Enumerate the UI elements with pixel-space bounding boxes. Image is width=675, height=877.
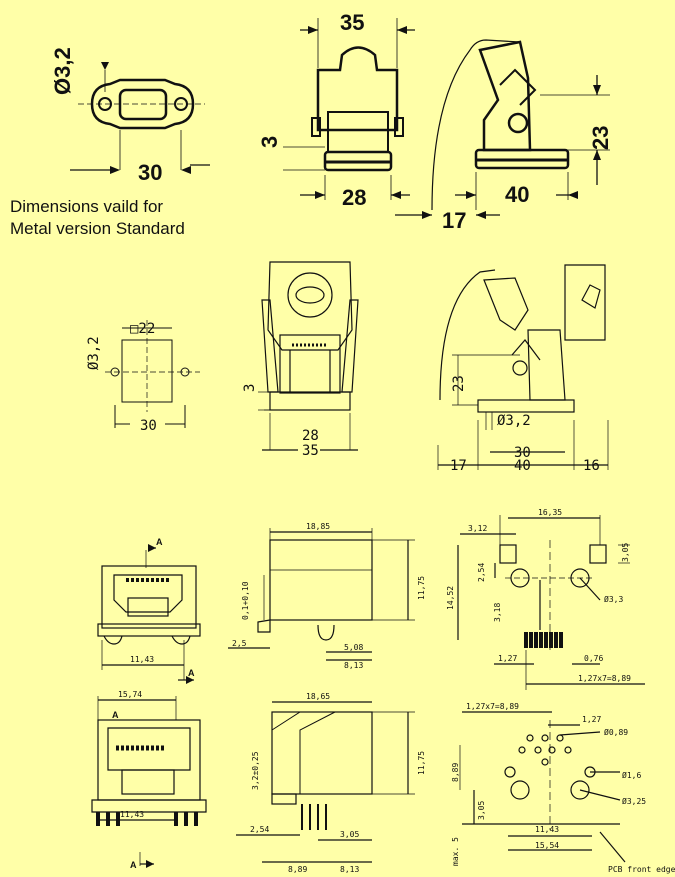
dim-side-height-a: 11,75 — [417, 576, 426, 600]
dim-flange-width: 30 — [138, 160, 162, 185]
dim-side-depth-a: 18,85 — [306, 522, 330, 531]
section-marker-b-bottom: A — [130, 860, 137, 870]
section-marker-b-top: A — [112, 710, 119, 720]
dim-pcb-low-h-b: 3,05 — [477, 801, 486, 820]
dim-hood-width: 35 — [340, 10, 364, 35]
dim-pcb-pin-total-a: 1,27x7=8,89 — [578, 674, 631, 683]
dim-pcb-right-h: 3,05 — [621, 543, 630, 562]
dim-side-height: 23 — [588, 126, 613, 150]
dim-pcb-outer-w-b: 15,54 — [535, 841, 559, 850]
dim-mid-side-left: 17 — [450, 458, 467, 474]
dim-side-pin-b: 8,13 — [344, 661, 363, 670]
dim-pcb-height-a: 14,52 — [446, 586, 455, 610]
dim-side-height-b: 11,75 — [417, 751, 426, 775]
dim-flange-height: 3 — [257, 136, 282, 148]
dim-pcb-pad-h: 2,54 — [477, 563, 486, 582]
jack-front-view-a — [97, 547, 201, 681]
dim-plate-width: 30 — [140, 418, 157, 434]
dim-side-b-b: 3,05 — [340, 830, 359, 839]
dim-pcb-height-b: 8,89 — [451, 763, 460, 782]
dim-pcb-max-b: max. 5 — [451, 837, 460, 866]
dim-side-small-a: 0,1+0,10 — [241, 581, 250, 620]
hood-side-line-view — [437, 264, 609, 470]
section-marker-a-bottom: A — [188, 668, 195, 678]
dim-front-outer-width: 35 — [302, 443, 319, 459]
dim-mid-side-width: 40 — [514, 458, 531, 474]
dim-pcb-inner-w-b: 11,43 — [535, 825, 559, 834]
dim-square-size: □22 — [130, 321, 155, 337]
flange-top-view — [70, 70, 210, 171]
note-line-1: Dimensions vaild for — [10, 197, 164, 216]
dim-mid-side-hole: Ø3,2 — [497, 413, 531, 429]
dim-front-width-a: 11,43 — [130, 655, 154, 664]
dim-side-pin-a: 5,08 — [344, 643, 363, 652]
dim-base-width: 28 — [342, 185, 366, 210]
note-line-2: Metal version Standard — [10, 219, 185, 238]
dim-front-height: 3 — [242, 384, 258, 392]
dim-front-inner-width: 28 — [302, 428, 319, 444]
dim-pcb-hole-large-b: Ø3,25 — [622, 796, 646, 806]
pcb-layout-b — [459, 711, 626, 863]
dim-side-d-b: 8,13 — [340, 865, 359, 874]
dim-pcb-pin-w: 0,76 — [584, 654, 603, 663]
dim-pcb-pitch-b: 1,27 — [582, 715, 601, 724]
jack-side-view-a — [228, 528, 415, 661]
dim-side-pin-left-a: 2,5 — [232, 639, 247, 648]
dim-pcb-mid-h: 3,18 — [493, 603, 502, 622]
dim-mid-side-inner-width: 30 — [514, 445, 531, 461]
dim-lever-offset: 17 — [442, 208, 466, 233]
section-marker-a-top: A — [156, 537, 163, 547]
hood-front-line-view — [258, 261, 359, 451]
plate-top-view — [105, 320, 200, 428]
dim-pcb-pitch-total-b: 1,27x7=8,89 — [466, 702, 519, 711]
jack-front-view-b — [91, 696, 207, 866]
dim-pcb-top-width-a: 16,35 — [538, 508, 562, 517]
dim-front-width-b: 11,43 — [120, 810, 144, 819]
pcb-layout-a — [457, 515, 645, 690]
jack-side-view-b — [236, 701, 415, 863]
dim-side-a-b: 2,54 — [250, 825, 269, 834]
dim-mid-side-height: 23 — [451, 375, 467, 392]
dim-side-depth-b: 18,65 — [306, 692, 330, 701]
dim-side-small-b: 3,2±0,25 — [251, 751, 260, 790]
dim-pcb-pitch-a: 1,27 — [498, 654, 517, 663]
dimension-note: Dimensions vaild for Metal version Stand… — [10, 196, 185, 240]
dim-pcb-hole-mid-b: Ø1,6 — [622, 770, 641, 780]
dim-side-base-width: 40 — [505, 182, 529, 207]
dim-side-c-b: 8,89 — [288, 865, 307, 874]
dim-flange-diameter: Ø3,2 — [50, 47, 75, 95]
dim-pcb-pad-w: 3,12 — [468, 524, 487, 533]
hood-side-view — [395, 39, 610, 216]
dim-hole-diameter: Ø3,2 — [86, 336, 102, 370]
label-pcb-front-edge: PCB front edge — [608, 865, 675, 874]
hood-front-view — [283, 18, 415, 200]
dim-pcb-hole-a: Ø3,3 — [604, 594, 623, 604]
dim-top-width-b: 15,74 — [118, 690, 142, 699]
dim-mid-side-right: 16 — [583, 458, 600, 474]
dim-pcb-hole-small-b: Ø0,89 — [604, 727, 628, 737]
